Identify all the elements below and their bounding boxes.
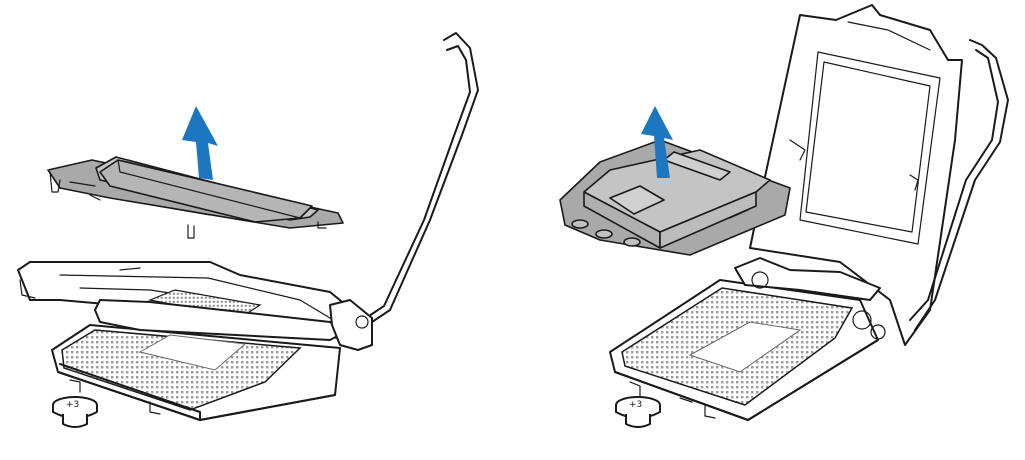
screw-icon: +3 xyxy=(52,396,98,428)
socket-icon xyxy=(51,324,341,421)
protective-cover-icon xyxy=(559,139,791,256)
protective-cover-icon xyxy=(47,156,344,239)
screw-icon: +3 xyxy=(615,396,661,428)
left-panel: +3 xyxy=(17,32,479,428)
right-panel: +3 xyxy=(559,4,1009,428)
open-load-plate xyxy=(749,4,963,346)
svg-text:+3: +3 xyxy=(629,400,642,410)
load-plate xyxy=(17,261,353,341)
upward-arrow-icon xyxy=(641,106,673,178)
load-lever-icon xyxy=(909,39,1009,331)
load-lever-icon xyxy=(329,32,479,351)
svg-text:+3: +3 xyxy=(66,400,79,410)
socket-icon xyxy=(609,257,886,421)
upward-arrow-icon xyxy=(182,106,218,180)
